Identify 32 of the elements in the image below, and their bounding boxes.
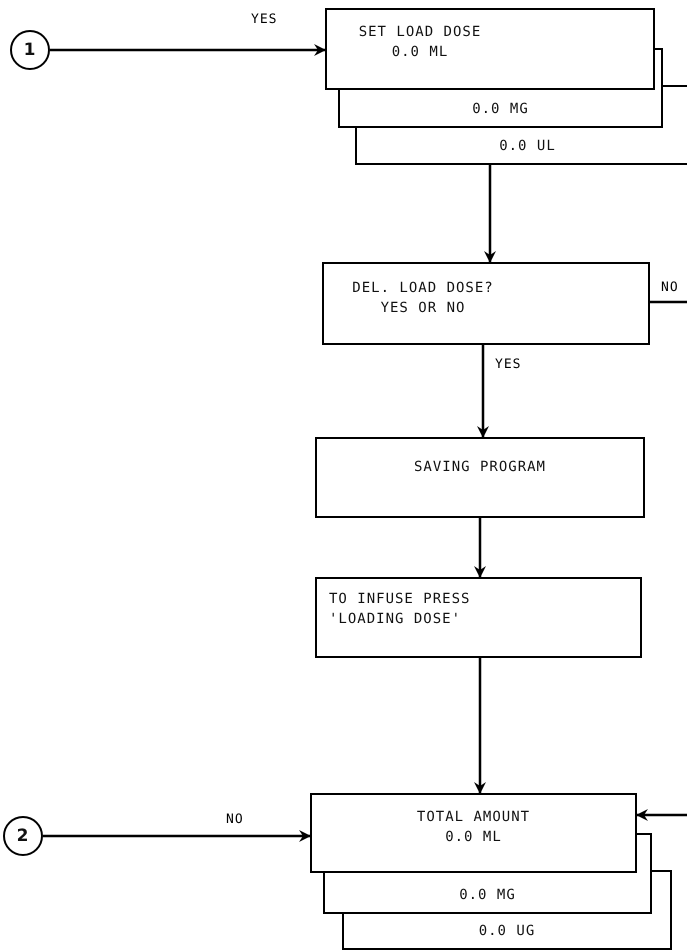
arrow: [636, 809, 687, 821]
arrow: [43, 830, 311, 842]
display-box: [315, 577, 642, 658]
display-text: 0.0 ML: [444, 828, 503, 847]
connector-line: [650, 300, 687, 304]
display-text: DEL. LOAD DOSE? YES OR NO: [351, 279, 495, 318]
arrow: [474, 518, 486, 578]
arrow: [484, 165, 496, 263]
display-text: 0.0 UL: [498, 137, 557, 156]
display-box: [355, 128, 687, 165]
display-box: [325, 8, 655, 90]
display-text: 0.0 MG: [471, 100, 530, 119]
display-text: 0.0 UG: [478, 922, 536, 941]
connector-circle: [10, 30, 50, 70]
arrow: [477, 345, 489, 438]
display-box: [342, 914, 672, 950]
display-text: 0.0 MG: [458, 886, 517, 905]
display-text: TO INFUSE PRESS 'LOADING DOSE': [329, 590, 472, 629]
display-text: SET LOAD DOSE: [358, 23, 482, 42]
display-box: [315, 437, 645, 518]
display-text: SAVING PROGRAM: [412, 458, 547, 477]
display-text: TOTAL AMOUNT: [416, 808, 532, 827]
connector-number: 2: [16, 826, 30, 846]
connector-number: 1: [24, 40, 36, 60]
display-box: [322, 262, 650, 345]
connector-circle: [3, 816, 43, 856]
display-box: [338, 90, 663, 128]
display-box: [310, 793, 637, 873]
display-text: 0.0 ML: [390, 43, 450, 62]
arrow: [474, 658, 486, 794]
display-box: [323, 873, 652, 914]
arrow: [50, 44, 326, 56]
